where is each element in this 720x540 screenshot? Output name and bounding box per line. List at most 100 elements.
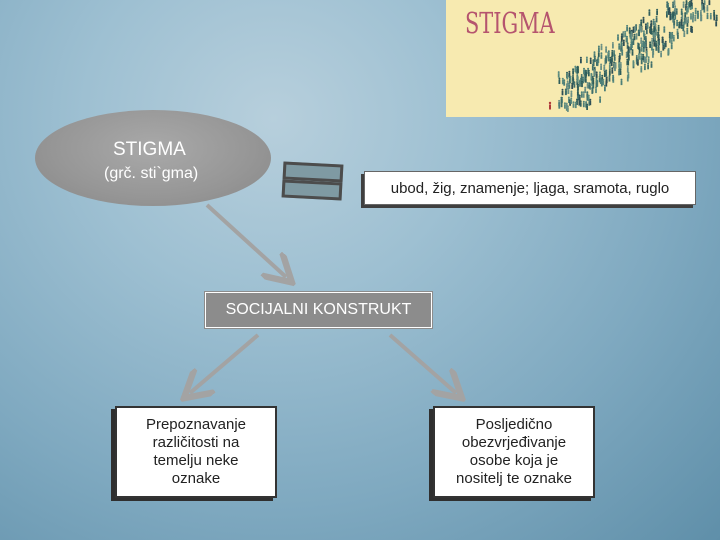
- crowd-figure: [576, 98, 578, 105]
- crowd-figure: [670, 32, 673, 39]
- crowd-figure: [626, 42, 629, 49]
- crowd-figure: [569, 75, 572, 83]
- crowd-figure: [602, 78, 605, 86]
- crowd-figure: [601, 74, 604, 82]
- left-card: Prepoznavanje različitosti na temelju ne…: [115, 406, 277, 498]
- crowd-figure: [613, 50, 616, 57]
- crowd-figure: [587, 94, 590, 102]
- crowd-figure: [642, 16, 645, 24]
- crowd-figure: [614, 62, 617, 69]
- crowd-figure: [570, 90, 573, 97]
- arrow-construct-to-right: [388, 333, 456, 393]
- crowd-figure: [576, 89, 579, 96]
- crowd-figure: [557, 71, 560, 78]
- crowd-figure: [577, 83, 579, 90]
- crowd-figure: [584, 76, 587, 83]
- illustration-title: STIGMA: [465, 6, 555, 40]
- crowd-figure: [595, 71, 598, 78]
- crowd-figure: [565, 102, 568, 110]
- crowd-figure: [603, 64, 606, 72]
- crowd-figure: [640, 53, 643, 60]
- crowd-figure: [672, 1, 675, 8]
- crowd-figure: [560, 100, 563, 108]
- crowd-figure: [611, 42, 614, 49]
- crowd-figure: [634, 25, 636, 33]
- equals-bar-bottom: [281, 179, 343, 201]
- right-card-line: nositelj te oznake: [456, 470, 572, 487]
- crowd-illustration: [548, 0, 718, 112]
- crowd-figure: [635, 24, 638, 31]
- crowd-figure: [625, 51, 628, 59]
- crowd-figure: [626, 35, 628, 43]
- crowd-figure: [591, 64, 594, 71]
- crowd-figure: [563, 102, 566, 109]
- crowd-figure: [613, 54, 616, 61]
- crowd-figure: [583, 67, 585, 75]
- social-construct-box: SOCIJALNI KONSTRUKT: [205, 292, 432, 328]
- crowd-figure: [690, 25, 693, 33]
- crowd-figure: [599, 71, 601, 78]
- crowd-figure: [638, 24, 641, 31]
- crowd-figure: [672, 34, 675, 42]
- crowd-figure: [642, 30, 645, 37]
- crowd-figure: [581, 80, 583, 88]
- crowd-figure: [578, 98, 581, 106]
- crowd-figure: [592, 59, 595, 66]
- crowd-figure: [703, 0, 706, 6]
- crowd-figure: [574, 101, 577, 109]
- crowd-figure: [619, 62, 622, 69]
- crowd-figure: [621, 49, 624, 56]
- crowd-figure: [612, 74, 615, 82]
- ellipse-subtitle: (grč. sti`gma): [104, 165, 199, 182]
- crowd-figure: [644, 56, 647, 64]
- crowd-figure: [580, 91, 583, 98]
- crowd-figure: [667, 48, 670, 55]
- crowd-figure: [676, 19, 679, 27]
- crowd-figure: [663, 26, 666, 33]
- crowd-figure: [640, 37, 643, 44]
- crowd-figure: [593, 55, 596, 63]
- crowd-figure: [603, 84, 606, 92]
- crowd-figure: [685, 0, 688, 6]
- crowd-figure: [701, 0, 704, 6]
- crowd-figure: [715, 14, 718, 22]
- crowd-figure: [657, 31, 660, 39]
- crowd-figure: [576, 76, 579, 83]
- crowd-figure: [684, 12, 687, 19]
- crowd-figure: [653, 26, 656, 33]
- left-card-line: oznake: [171, 470, 221, 487]
- crowd-figure: [680, 19, 683, 26]
- right-card-line: osobe koja je: [469, 452, 559, 469]
- right-card: Posljedično obezvrjeđivanje osobe koja j…: [433, 406, 595, 498]
- crowd-figure: [655, 15, 658, 23]
- crowd-figure: [640, 66, 643, 73]
- crowd-figure: [643, 63, 646, 71]
- right-card-line: Posljedično: [475, 416, 553, 433]
- crowd-figure: [682, 24, 685, 32]
- crowd-figure: [663, 42, 666, 50]
- crowd-figure: [592, 77, 595, 85]
- crowd-figure: [599, 96, 602, 103]
- crowd-figure: [651, 37, 654, 45]
- crowd-figure: [654, 20, 656, 28]
- crowd-figure: [605, 76, 608, 84]
- crowd-figure: [669, 13, 672, 21]
- crowd-figure: [674, 5, 677, 12]
- crowd-figure: [590, 72, 593, 80]
- lone-figure: [548, 101, 552, 110]
- crowd-figure: [667, 8, 670, 15]
- crowd-figure: [573, 81, 576, 88]
- crowd-figure: [666, 1, 669, 8]
- crowd-figure: [694, 7, 697, 15]
- crowd-figure: [600, 52, 603, 59]
- crowd-figure: [664, 40, 667, 48]
- crowd-figure: [605, 46, 608, 53]
- crowd-figure: [650, 61, 653, 68]
- definition-box: ubod, žig, znamenje; ljaga, sramota, rug…: [364, 171, 696, 205]
- crowd-figure: [582, 76, 585, 84]
- crowd-figure: [632, 26, 635, 33]
- crowd-figure: [647, 62, 650, 70]
- ellipse-title: STIGMA: [113, 139, 186, 160]
- crowd-figure: [696, 12, 699, 19]
- crowd-figure: [638, 53, 640, 60]
